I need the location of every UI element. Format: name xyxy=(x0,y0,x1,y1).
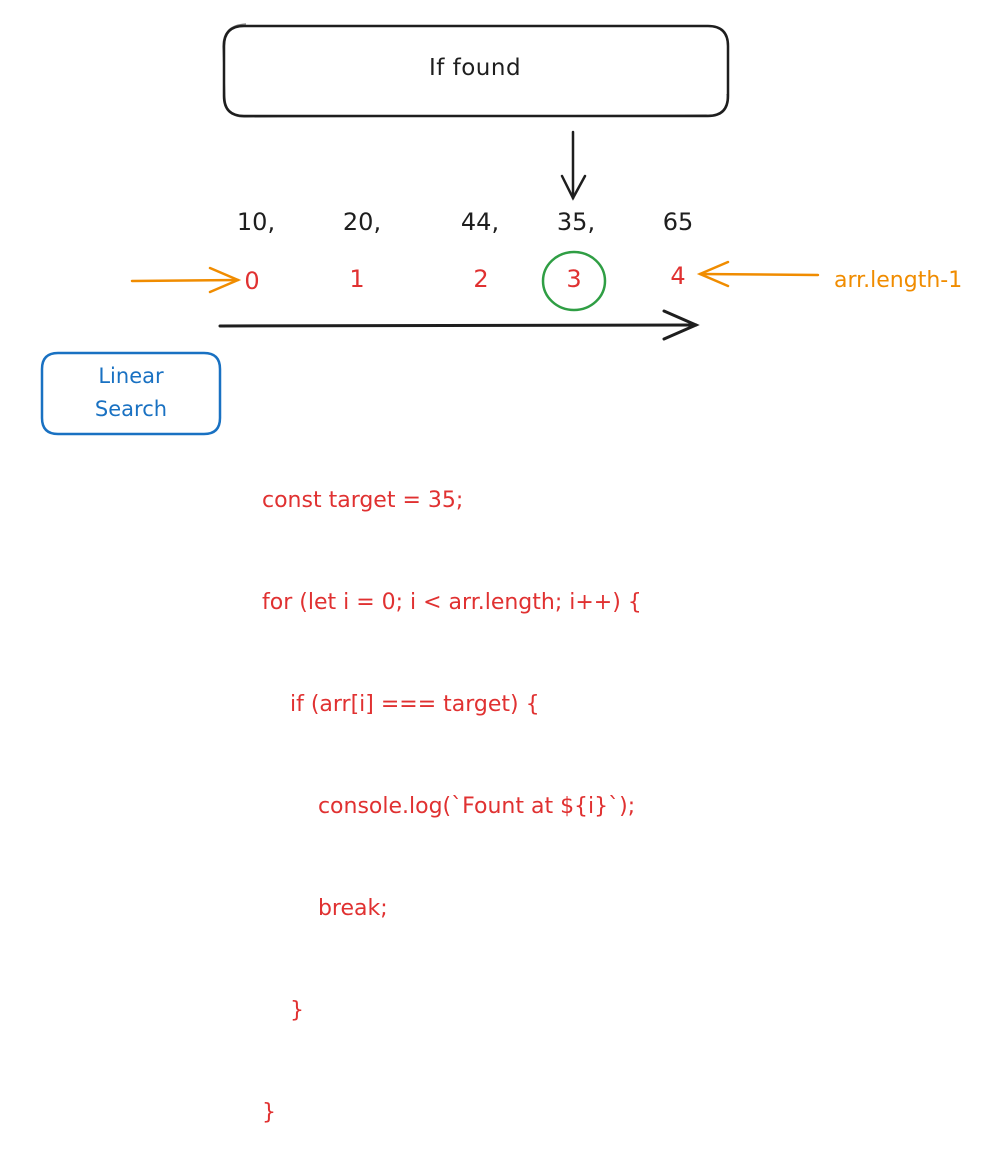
code-line: } xyxy=(262,1100,276,1125)
found-circle xyxy=(541,250,607,312)
code-line: if (arr[i] === target) { xyxy=(262,692,540,717)
badge-line-1: Linear xyxy=(98,364,164,388)
code-block: const target = 35; for (let i = 0; i < a… xyxy=(262,416,642,1164)
traversal-arrow-icon xyxy=(218,309,700,341)
code-line: console.log(`Fount at ${i}`); xyxy=(262,794,636,819)
array-value-0: 10, xyxy=(236,208,276,236)
code-line: } xyxy=(262,998,304,1023)
start-arrow-icon xyxy=(130,266,242,294)
end-index-label: arr.length-1 xyxy=(834,268,963,293)
index-0: 0 xyxy=(244,267,260,295)
array-value-1: 20, xyxy=(342,208,382,236)
if-found-label: If found xyxy=(428,55,522,81)
diagram-canvas xyxy=(40,23,820,436)
array-value-4: 65 xyxy=(662,208,694,236)
index-4: 4 xyxy=(670,262,686,290)
code-line: break; xyxy=(262,896,388,921)
array-value-3: 35, xyxy=(556,208,596,236)
index-1: 1 xyxy=(349,265,365,293)
code-line: for (let i = 0; i < arr.length; i++) { xyxy=(262,590,642,615)
linear-search-badge-box xyxy=(40,351,222,436)
linear-search-badge: Linear Search xyxy=(42,360,220,426)
array-value-2: 44, xyxy=(460,208,500,236)
if-found-box-sketch xyxy=(222,23,728,118)
code-line: const target = 35; xyxy=(262,488,464,513)
end-arrow-icon xyxy=(696,260,820,288)
if-found-box xyxy=(222,24,730,118)
down-arrow-icon xyxy=(560,130,587,201)
badge-line-2: Search xyxy=(94,397,168,421)
index-3: 3 xyxy=(566,265,582,293)
index-2: 2 xyxy=(473,265,489,293)
